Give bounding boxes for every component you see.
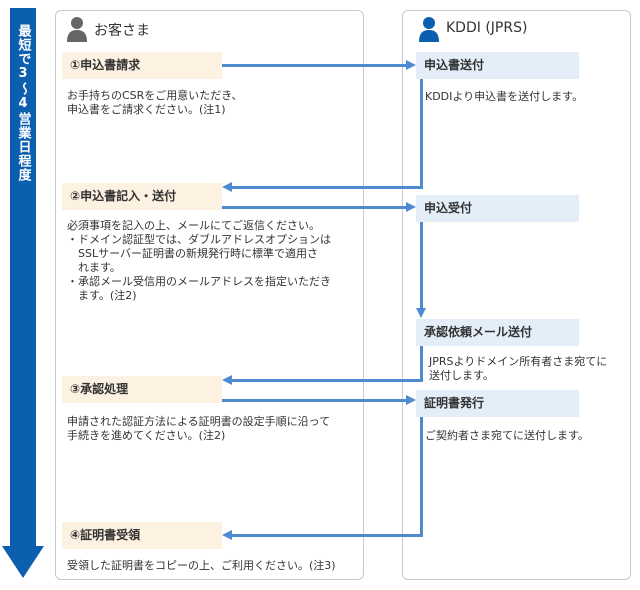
connector-line <box>222 64 406 67</box>
connector-line <box>420 417 423 537</box>
provider-panel <box>402 10 631 580</box>
customer-step-4-desc: 受領した証明書をコピーの上、ご利用ください。(注3) <box>67 559 336 572</box>
connector-arrow-right <box>406 202 416 212</box>
customer-title: お客さま <box>94 23 150 39</box>
customer-step-3-desc: 申請された認証方法による証明書の設定手順に沿って 手続きを進めてください。(注2… <box>67 415 331 442</box>
provider-step-4-label: 証明書発行 <box>416 390 579 417</box>
connector-line <box>232 186 423 189</box>
connector-arrow-left <box>222 530 232 540</box>
customer-step-1-label: ①申込書請求 <box>62 52 222 79</box>
connector-line <box>420 346 423 381</box>
customer-step-3-label: ③承認処理 <box>62 376 222 403</box>
customer-step-1-desc: お手持ちのCSRをご用意いただき、 申込書をご請求ください。(注1) <box>67 89 243 116</box>
connector-line <box>420 222 423 308</box>
connector-line <box>420 79 423 189</box>
provider-person-icon <box>419 17 439 42</box>
customer-step-2-desc: 必須事項を記入の上、メールにてご返信ください。 ・ドメイン認証型では、ダブルアド… <box>67 219 331 302</box>
provider-step-2-label: 申込受付 <box>416 195 579 222</box>
timeline-label: 最短で3〜4営業日程度 <box>15 24 31 182</box>
timeline-arrow-shaft <box>10 8 36 546</box>
provider-step-4-desc: ご契約者さま宛てに送付します。 <box>425 429 589 442</box>
provider-step-1-label: 申込書送付 <box>416 52 579 79</box>
customer-step-2-label: ②申込書記入・送付 <box>62 183 222 210</box>
customer-step-4-label: ④証明書受領 <box>62 522 222 549</box>
customer-person-icon <box>67 17 87 42</box>
customer-panel <box>55 10 364 580</box>
connector-arrow-right <box>406 60 416 70</box>
provider-step-3-desc: JPRSよりドメイン所有者さま宛てに 送付します。 <box>429 355 608 382</box>
provider-step-3-label: 承認依頼メール送付 <box>416 319 579 346</box>
connector-arrow-left <box>222 182 232 192</box>
connector-arrow-down <box>416 308 426 318</box>
connector-line <box>222 399 406 402</box>
connector-arrow-right <box>406 395 416 405</box>
connector-line <box>232 379 423 382</box>
connector-line <box>222 206 406 209</box>
timeline-arrow-head <box>2 546 44 578</box>
connector-line <box>232 534 423 537</box>
provider-step-1-desc: KDDIより申込書を送付します。 <box>425 90 584 103</box>
connector-arrow-left <box>222 375 232 385</box>
provider-title: KDDI (JPRS) <box>446 20 528 36</box>
